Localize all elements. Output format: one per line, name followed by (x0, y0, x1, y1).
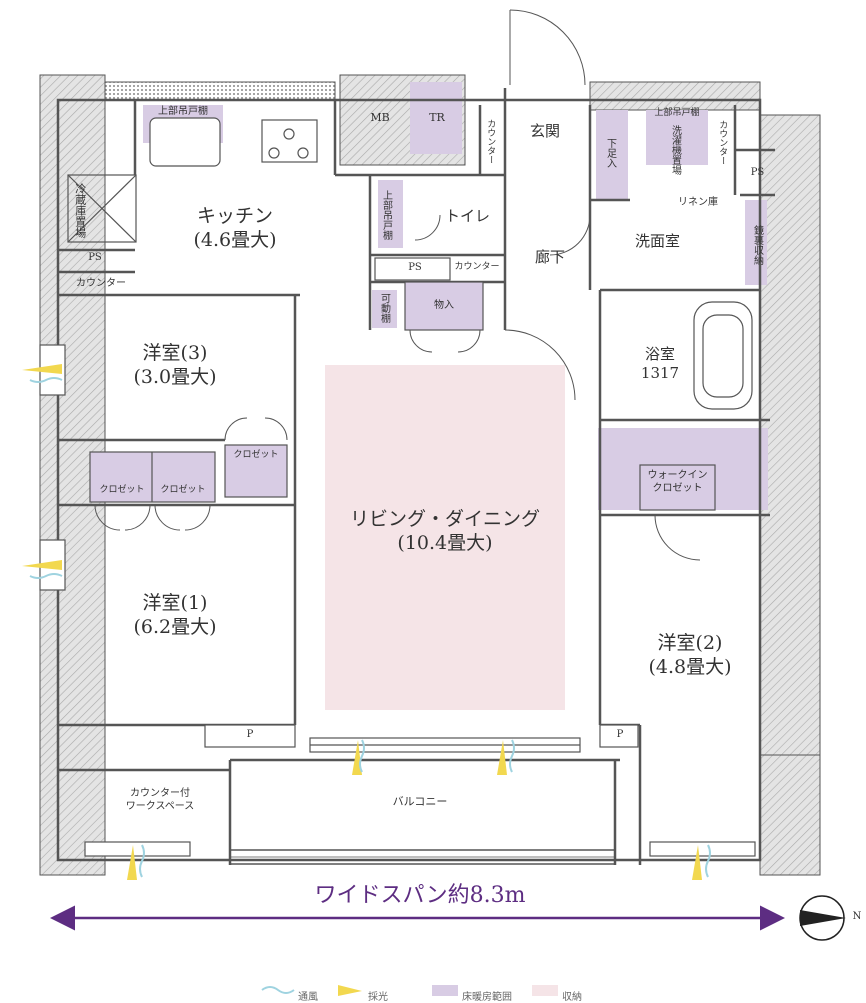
walkin-closet-label: ウォークイン クロゼット (647, 470, 708, 494)
western3-name: 洋室(3) (142, 342, 208, 364)
ventilation-icons (29, 377, 711, 878)
closet-label-3: クロゼット (233, 450, 279, 460)
linen-label: リネン庫 (678, 197, 718, 208)
room-western-1: 洋室(1) (6.2畳大) (110, 592, 240, 640)
room-washroom: 洗面室 (634, 232, 680, 250)
span-label: ワイドスパン約8.3m (250, 882, 590, 910)
room-corridor: 廊下 (534, 248, 565, 266)
movable-shelf-label: 可動棚 (378, 293, 390, 323)
living-name: リビング・ダイニング (349, 508, 540, 530)
ps-label-right: PS (750, 167, 765, 178)
western2-size: (4.8畳大) (648, 655, 732, 678)
western1-name: 洋室(1) (142, 592, 208, 614)
p-label-left: P (246, 729, 254, 740)
counter-label-toilet: カウンター (454, 262, 500, 272)
western3-size: (3.0畳大) (133, 365, 217, 388)
storage-swatch (532, 985, 558, 996)
fridge-label: 冷蔵庫置場 (73, 182, 87, 238)
workspace-label: カウンター付 ワークスペース (125, 788, 195, 812)
compass-icon (799, 895, 846, 941)
upper-cabinet-kitchen-label: 上部吊戸棚 (158, 106, 208, 117)
ventilation-icon (261, 986, 295, 994)
room-entrance: 玄関 (529, 122, 560, 140)
ps-label-center: PS (408, 262, 422, 273)
living-size: (10.4畳大) (397, 531, 493, 554)
legend-icons (261, 985, 558, 996)
kitchen-size: (4.6畳大) (193, 228, 277, 251)
legend-floor-heating: 床暖房範囲 (462, 992, 512, 1003)
legend-daylight: 採光 (368, 992, 388, 1003)
western2-name: 洋室(2) (657, 632, 723, 654)
room-living-dining: リビング・ダイニング (10.4畳大) (330, 508, 560, 556)
room-western-2: 洋室(2) (4.8畳大) (625, 632, 755, 680)
bath-name: 浴室 (644, 345, 675, 363)
closet-label-1b: クロゼット (160, 485, 206, 495)
legend-ventilation: 通風 (298, 992, 318, 1003)
counter-label-wash: カウンター (717, 119, 728, 165)
fills (90, 82, 768, 710)
legend-storage: 収納 (562, 992, 582, 1003)
balcony-rail (229, 849, 616, 865)
room-western-3: 洋室(3) (3.0畳大) (110, 342, 240, 390)
p-label-right: P (616, 729, 624, 740)
mirror-storage-label: 鏡裏収納 (751, 225, 763, 265)
counter-label-western3: カウンター (76, 278, 126, 289)
compass-label: N (852, 911, 862, 922)
room-toilet: トイレ (444, 207, 490, 225)
mb-label: MB (370, 111, 390, 124)
ps-label-left: PS (88, 252, 102, 263)
upper-cabinet-toilet-label: 上部吊戸棚 (380, 190, 392, 240)
tr-label: TR (429, 111, 445, 124)
bath-size: 1317 (640, 363, 680, 382)
room-balcony: バルコニー (392, 795, 448, 808)
western1-size: (6.2畳大) (133, 615, 217, 638)
interior-walls (56, 88, 775, 865)
upper-cabinet-wash-label: 上部吊戸棚 (654, 108, 700, 118)
storage-label: 物入 (434, 300, 454, 311)
living-storage-area (325, 365, 565, 710)
floor-heating-swatch (432, 985, 458, 996)
fixture-boxes (67, 117, 753, 748)
daylight-icon (338, 985, 362, 996)
room-bath: 浴室 1317 (630, 345, 690, 383)
shoe-box-label: 下足入 (604, 137, 616, 168)
exterior-wall-north (104, 81, 336, 101)
daylight-icons (22, 364, 702, 880)
kitchen-name: キッチン (196, 205, 273, 227)
doors (94, 9, 701, 561)
counter-label-entrance: カウンター (485, 118, 496, 164)
room-kitchen: キッチン (4.6畳大) (175, 205, 295, 253)
washer-label: 洗濯機置場 (669, 125, 681, 175)
closet-label-1a: クロゼット (99, 485, 145, 495)
